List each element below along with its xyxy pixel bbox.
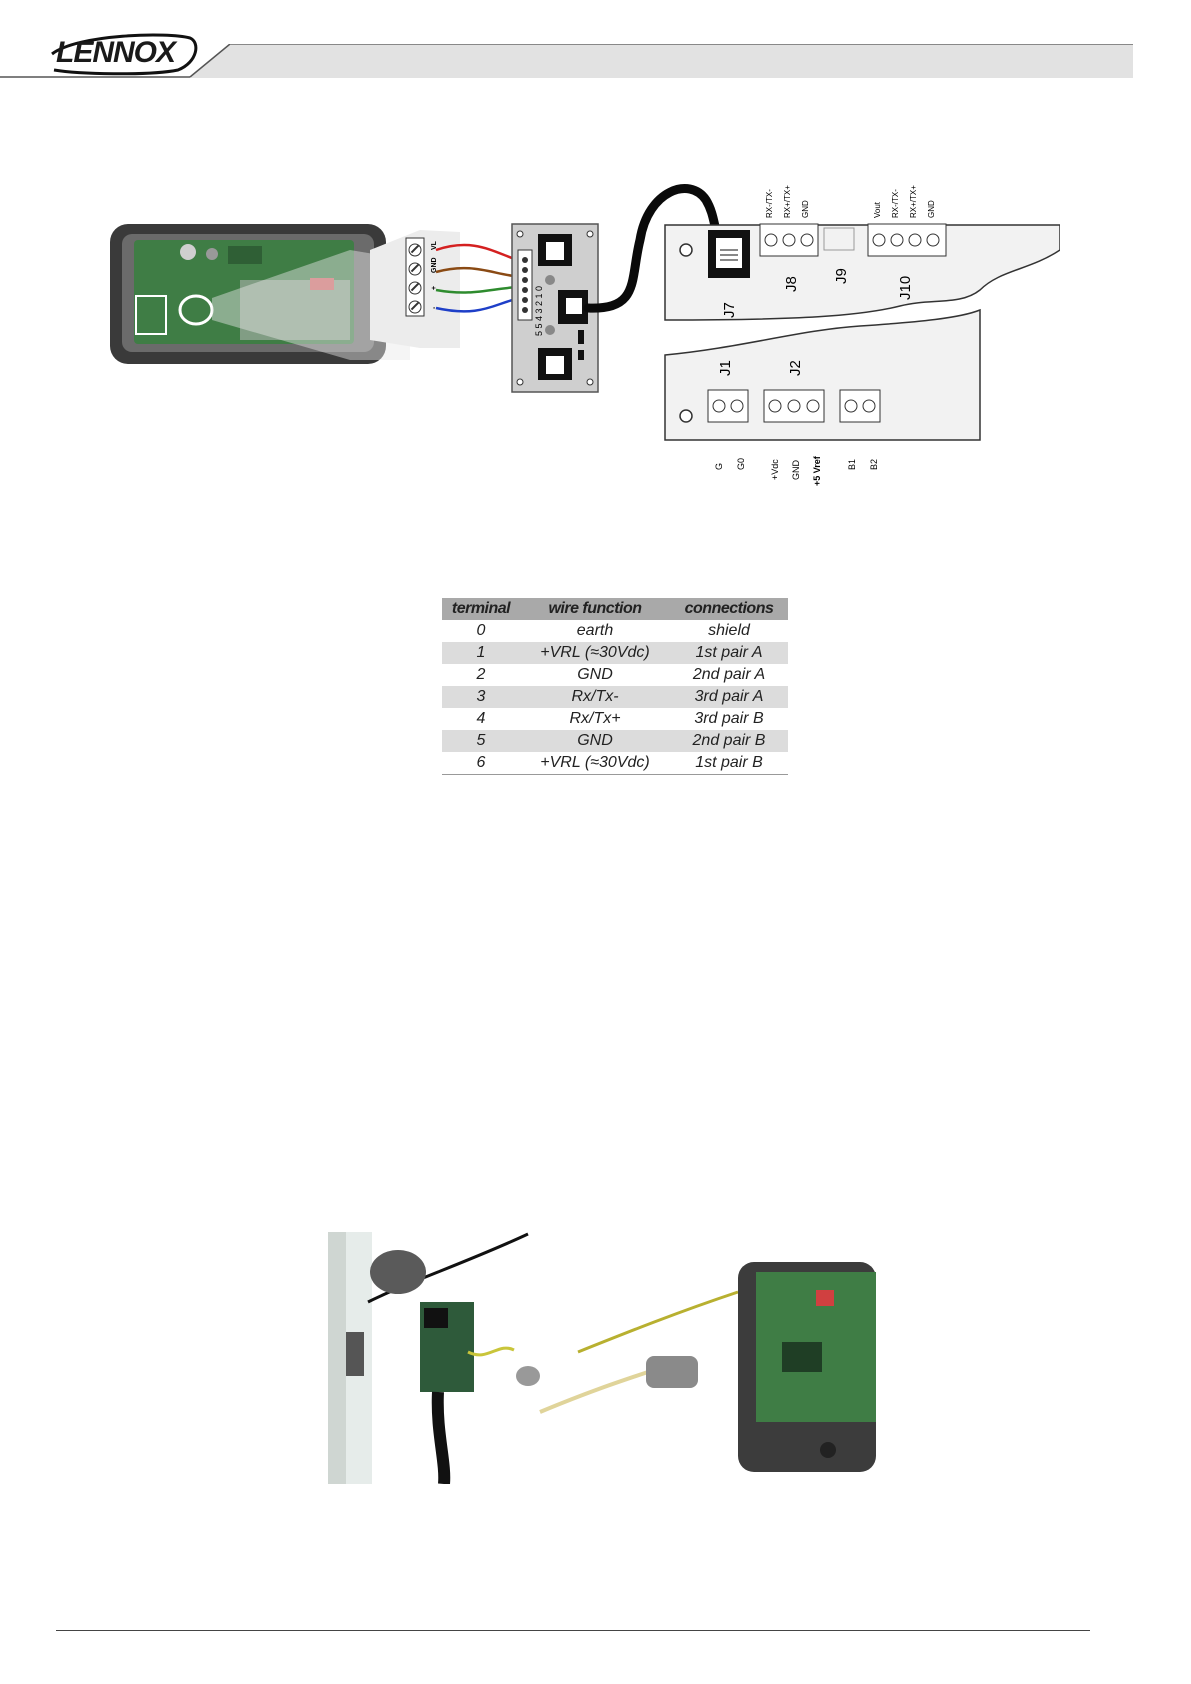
- cell-wire-function: Rx/Tx+: [569, 710, 621, 727]
- cell-terminal: 0: [476, 622, 486, 639]
- cell-wire-function: GND: [577, 666, 613, 683]
- display-terminal-vl: VL: [431, 240, 438, 250]
- logo-text: LENNOX: [56, 36, 176, 69]
- lennox-logo: LENNOX: [48, 32, 198, 76]
- j10-label-rx-plus: RX+/TX+: [909, 185, 918, 218]
- cell-wire-function: +VRL (≈30Vdc): [520, 642, 670, 664]
- cell-connections: 1st pair B: [670, 752, 788, 775]
- j2-label-gnd: GND: [791, 460, 801, 481]
- cell-wire-function: GND: [520, 730, 670, 752]
- display-unit: [110, 224, 410, 364]
- table-header-row: terminal wire function connections: [442, 598, 788, 620]
- j8-label-gnd: GND: [801, 200, 810, 218]
- column-header-terminal: terminal: [442, 598, 520, 620]
- j1-label-g: G: [714, 463, 724, 470]
- cell-terminal: 3: [442, 686, 520, 708]
- label-j2: J2: [787, 360, 804, 376]
- label-j1: J1: [717, 360, 734, 376]
- controller-board-lower: J1 J2 G G0 +Vdc GND +5 Vref B1 B2: [664, 308, 981, 486]
- cell-terminal: 1: [442, 642, 520, 664]
- cell-connections: 1st pair A: [670, 642, 788, 664]
- wiring-table: terminal wire function connections 0 eart…: [442, 598, 788, 775]
- header-band: [0, 44, 1133, 78]
- cell-connections: 3rd pair A: [670, 686, 788, 708]
- display-terminal-gnd: GND: [431, 257, 438, 273]
- table-row: 4 Rx/Tx+ 3rd pair B: [442, 708, 788, 730]
- j10-label-gnd: GND: [927, 200, 936, 218]
- adapter-terminal-numbers: 5 5 4 3 2 1 0: [534, 286, 544, 336]
- cell-connections: shield: [708, 622, 750, 639]
- cell-terminal: 4: [476, 710, 486, 727]
- display-terminal-plus: +: [431, 286, 438, 290]
- j1-label-g0: G0: [736, 458, 746, 470]
- table-row: 6+VRL (≈30Vdc)1st pair B: [442, 752, 788, 775]
- installation-photo: [328, 1232, 876, 1484]
- j8-label-rx-minus: RX-/TX-: [765, 189, 774, 218]
- label-j10: J10: [897, 276, 914, 300]
- cell-wire-function: Rx/Tx-: [520, 686, 670, 708]
- cell-wire-function: +VRL (≈30Vdc): [520, 752, 670, 775]
- cell-terminal: 5: [442, 730, 520, 752]
- column-header-wire-function: wire function: [520, 598, 670, 620]
- label-j9: J9: [833, 268, 850, 284]
- footer-rule: [56, 1630, 1090, 1631]
- cell-connections: 3rd pair B: [694, 710, 764, 727]
- display-terminal-minus: -: [431, 306, 438, 309]
- rj-cable: [583, 184, 733, 313]
- terminal-zoom: VL GND + -: [370, 230, 460, 348]
- table-row: 0 earth shield: [442, 620, 788, 642]
- label-j8: J8: [783, 276, 800, 292]
- label-b2: B2: [869, 459, 879, 470]
- j10-label-vout: Vout: [873, 201, 882, 218]
- table-row: 1+VRL (≈30Vdc)1st pair A: [442, 642, 788, 664]
- j8-label-rx-plus: RX+/TX+: [783, 185, 792, 218]
- cell-wire-function: earth: [576, 622, 614, 639]
- j10-label-rx-minus: RX-/TX-: [891, 189, 900, 218]
- controller-board: J7 J8 J9 J10 RX-/TX- RX+/TX+ GND Vout RX…: [664, 185, 1060, 321]
- cell-connections: 2nd pair A: [692, 666, 766, 683]
- label-j7: J7: [721, 302, 738, 318]
- table-row: 2 GND 2nd pair A: [442, 664, 788, 686]
- wiring-diagram: VL GND + - 5 5 4 3 2 1 0 J7: [110, 184, 1060, 486]
- label-b1: B1: [847, 459, 857, 470]
- cell-connections: 2nd pair B: [670, 730, 788, 752]
- j2-label-vref: +5 Vref: [812, 455, 822, 486]
- cell-terminal: 6: [442, 752, 520, 775]
- cell-terminal: 2: [476, 666, 486, 683]
- j2-label-vdc: +Vdc: [770, 459, 780, 480]
- column-header-connections: connections: [670, 598, 788, 620]
